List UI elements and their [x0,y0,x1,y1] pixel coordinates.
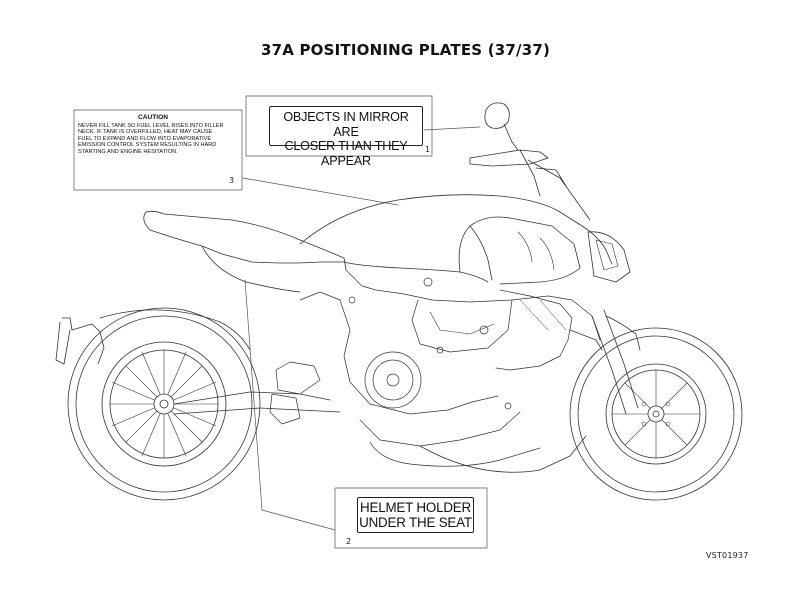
leader-lines [73,95,488,549]
callout-number-1: 1 [425,145,431,154]
helmet-plate-line-2: UNDER THE SEAT [359,515,472,530]
page-title: 37A POSITIONING PLATES (37/37) [260,41,551,59]
belly-pan [419,435,587,473]
callout-number-3: 3 [229,176,235,185]
drawing-code: VST01937 [706,551,749,560]
mirror-plate-line-2: CLOSER THAN THEY APPEAR [284,139,408,168]
front-fork [569,309,641,415]
helmet-plate-line-1: HELMET HOLDER [360,500,471,515]
rear-fender [55,309,251,365]
handlebar-mirror [469,102,591,221]
leader-line-3 [242,177,399,206]
mirror-plate-line-1: OBJECTS IN MIRROR ARE [283,110,409,139]
caution-body-text: NEVER FILL TANK SO FUEL LEVEL RISES INTO… [78,122,224,155]
front-wheel [569,327,743,501]
engine [269,269,601,467]
caution-fuel-plate: CAUTION NEVER FILL TANK SO FUEL LEVEL RI… [78,114,228,167]
caution-plate-bracket [73,109,243,191]
swingarm [173,391,341,415]
leader-line-1 [423,126,481,131]
fuel-tank [299,194,631,285]
callout-number-2: 2 [346,537,352,546]
caution-heading: CAUTION [137,114,169,121]
seat-tail [143,210,347,293]
helmet-plate-bracket [334,487,488,549]
helmet-holder-plate: HELMET HOLDER UNDER THE SEAT [357,497,474,533]
leader-line-2 [244,279,336,531]
rear-wheel [67,307,261,501]
mirror-plate-bracket [245,95,433,157]
mirror-warning-plate: OBJECTS IN MIRROR ARE CLOSER THAN THEY A… [269,106,423,168]
